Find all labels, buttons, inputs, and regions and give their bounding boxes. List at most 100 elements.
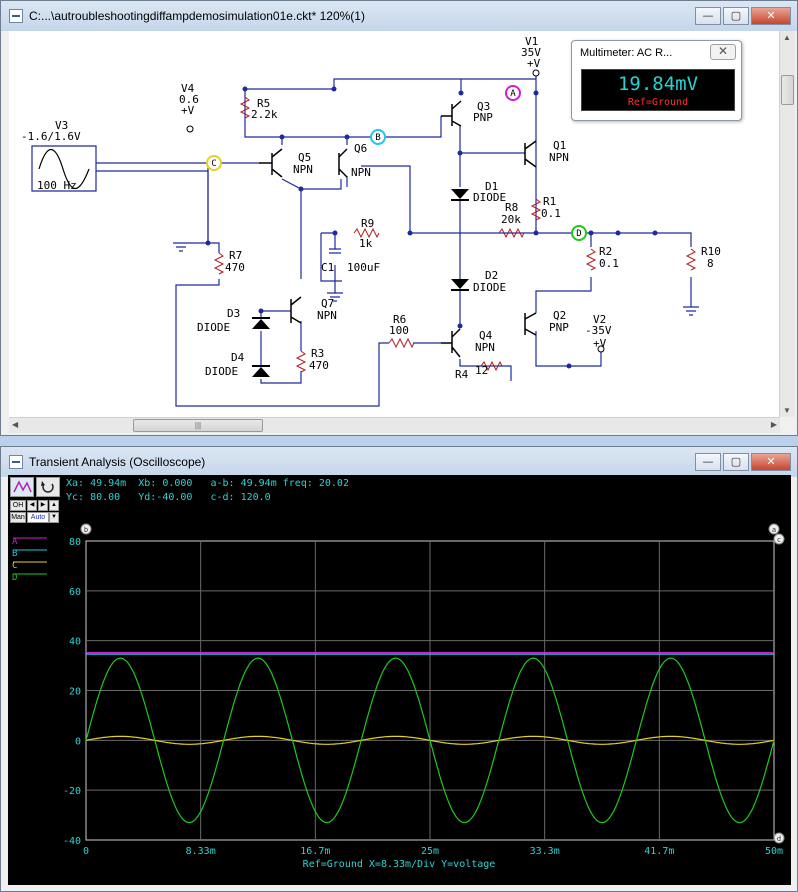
legend-swatches: [13, 537, 47, 575]
c1-name: C1: [321, 261, 334, 274]
schematic-window: C:...\autroubleshootingdiffampdemosimula…: [0, 0, 798, 436]
c1-value: 100uF: [347, 261, 380, 274]
reset-button[interactable]: [36, 477, 60, 497]
q2-type: PNP: [549, 321, 569, 334]
plot-grid: [85, 540, 775, 841]
legend-a[interactable]: A: [12, 537, 18, 547]
auto-button[interactable]: Auto: [27, 512, 49, 523]
r7-name: R7: [229, 249, 242, 262]
r4-name: R4: [455, 368, 469, 381]
legend-c[interactable]: C: [12, 561, 18, 571]
q2-name: Q2: [553, 309, 566, 322]
r9-name: R9: [361, 217, 374, 230]
r8-name: R8: [505, 201, 518, 214]
close-button[interactable]: ✕: [751, 7, 791, 25]
schematic-horizontal-scrollbar[interactable]: ◀ ||| ▶: [9, 417, 780, 433]
d3-type: DIODE: [197, 321, 230, 334]
q1-name: Q1: [553, 139, 566, 152]
d1-name: D1: [485, 180, 498, 193]
scope-close-button[interactable]: ✕: [751, 453, 791, 471]
y-tick-label: -40: [63, 836, 81, 847]
legend-b[interactable]: B: [12, 549, 18, 559]
maximize-button[interactable]: ▢: [723, 7, 749, 25]
r5-name: R5: [257, 97, 270, 110]
plot-traces: [85, 652, 775, 824]
schematic-vertical-scrollbar[interactable]: ▲ ▼: [779, 31, 795, 417]
v2-unit: +V: [593, 337, 607, 350]
cursor-readout-line2: Yc: 80.00 Yd:-40.00 c-d: 120.0: [66, 492, 271, 503]
q1-type: NPN: [549, 151, 569, 164]
sine-source-icon: [38, 148, 90, 190]
q6-type: NPN: [351, 166, 371, 179]
q3-name: Q3: [477, 100, 490, 113]
vertical-scroll-thumb[interactable]: [781, 75, 794, 105]
probe-d-label: D: [576, 229, 581, 239]
r2-name: R2: [599, 245, 612, 258]
v2-name: V2: [593, 313, 606, 326]
v1-value: 35V: [521, 46, 541, 59]
v3-value: -1.6/1.6V: [21, 130, 81, 143]
probe-a-marker: [505, 85, 521, 101]
v4-unit: +V: [181, 104, 195, 117]
scroll-right-button[interactable]: ▶: [38, 500, 48, 511]
trace-mode-button[interactable]: [10, 477, 34, 497]
cursor-marker-label-a: a: [772, 526, 776, 534]
multimeter-value: 19.84mV: [617, 73, 699, 95]
multimeter-title: Multimeter: AC R...: [580, 47, 673, 59]
multimeter-close-button[interactable]: ✕: [710, 44, 736, 60]
scope-titlebar[interactable]: Transient Analysis (Oscilloscope) — ▢ ✕: [1, 447, 797, 477]
scroll-up-button[interactable]: ▲: [49, 500, 59, 511]
scroll-down-icon[interactable]: ▼: [783, 406, 791, 415]
multimeter-ref: Ref=Ground: [627, 97, 689, 108]
schematic-title: C:...\autroubleshootingdiffampdemosimula…: [29, 9, 365, 23]
r10-name: R10: [701, 245, 721, 258]
scroll-left-icon[interactable]: ◀: [12, 420, 19, 429]
y-tick-label: 40: [69, 637, 81, 648]
manual-button[interactable]: Man: [10, 512, 26, 523]
cursor-readout-line1: Xa: 49.94m Xb: 0.000 a-b: 49.94m freq: 2…: [66, 478, 349, 489]
d4-type: DIODE: [205, 365, 238, 378]
x-tick-label: 33.3m: [530, 846, 560, 857]
schematic-titlebar[interactable]: C:...\autroubleshootingdiffampdemosimula…: [1, 1, 797, 31]
d4-name: D4: [231, 351, 245, 364]
scope-display[interactable]: OH ◀ ▶ ▲ Man Auto ▼ Xa: 49.94m Xb: 0.000…: [8, 475, 791, 885]
r6-value: 100: [389, 324, 409, 337]
q4-type: NPN: [475, 341, 495, 354]
legend-d[interactable]: D: [12, 573, 18, 583]
d2-name: D2: [485, 269, 498, 282]
y-tick-label: 20: [69, 687, 81, 698]
v4-value: 0.6: [179, 93, 199, 106]
scope-minimize-button[interactable]: —: [695, 453, 721, 471]
probe-a-label: A: [510, 89, 516, 99]
v1-unit: +V: [527, 57, 541, 70]
multimeter-display: 19.84mV Ref=Ground: [581, 69, 735, 111]
y-tick-label: -20: [63, 786, 81, 797]
v4-name: V4: [181, 82, 195, 95]
r2-value: 0.1: [599, 257, 619, 270]
cursor-marker-label-d: d: [777, 835, 781, 843]
trace-d: [85, 657, 775, 824]
cursor-marker-label-b: b: [84, 526, 88, 534]
r10-value: 8: [707, 257, 714, 270]
horizontal-scroll-thumb[interactable]: |||: [133, 419, 263, 432]
x-tick-label: 16.7m: [300, 846, 330, 857]
oh-button[interactable]: OH: [10, 500, 26, 511]
multimeter-panel[interactable]: Multimeter: AC R... ✕ 19.84mV Ref=Ground: [571, 40, 742, 121]
probe-markers: [206, 85, 587, 241]
scroll-left-button[interactable]: ◀: [27, 500, 37, 511]
probe-c-marker: [206, 155, 222, 171]
y-tick-label: 60: [69, 587, 81, 598]
scroll-up-icon[interactable]: ▲: [783, 33, 791, 42]
scope-maximize-button[interactable]: ▢: [723, 453, 749, 471]
x-tick-label: 25m: [421, 846, 439, 857]
minimize-button[interactable]: —: [695, 7, 721, 25]
scroll-right-icon[interactable]: ▶: [770, 420, 777, 429]
schematic-canvas[interactable]: A B C D V1 35V +V V4 0.6 +V V3 -1.6/1.6V…: [9, 31, 780, 417]
q7-type: NPN: [317, 309, 337, 322]
probe-d-marker: [571, 225, 587, 241]
scroll-down-button[interactable]: ▼: [49, 512, 59, 523]
cursor-marker-c: [773, 533, 785, 545]
